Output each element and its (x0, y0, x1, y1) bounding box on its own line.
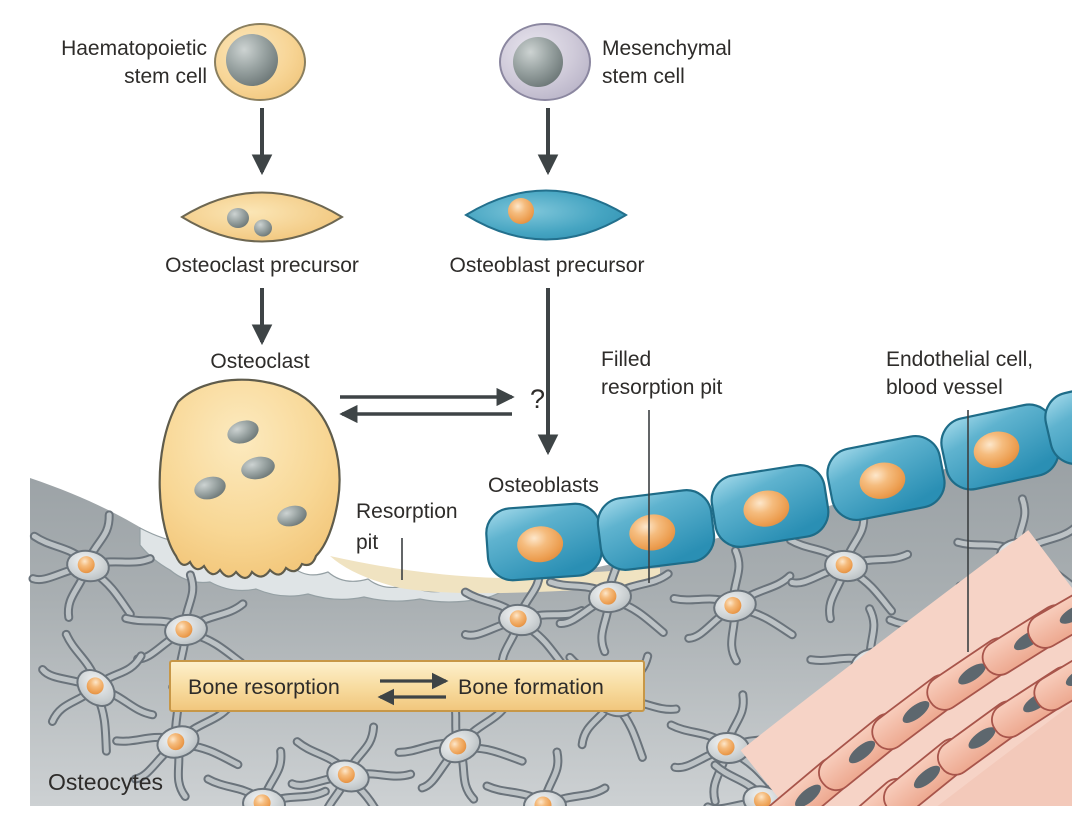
osteocytes-label: Osteocytes (48, 769, 163, 795)
osteoclast-label: Osteoclast (210, 350, 309, 373)
osteoclast-precursor-label: Osteoclast precursor (165, 254, 359, 277)
bone-resorption-label: Bone resorption (188, 675, 340, 699)
osteoblasts-label: Osteoblasts (488, 474, 599, 497)
hsc-label-line1: Haematopoietic (61, 37, 207, 60)
bone-formation-label: Bone formation (458, 675, 604, 699)
resorption-pit-label-line2: pit (356, 531, 378, 554)
bone-remodelling-label-box: Bone resorption Bone formation (169, 660, 645, 712)
osteoblast-cell (483, 501, 605, 583)
filled-pit-label-line1: Filled (601, 348, 651, 371)
resorption-pit-label-line1: Resorption (356, 500, 458, 523)
filled-pit-label-line2: resorption pit (601, 376, 723, 399)
osteoclast-nucleus (277, 505, 307, 527)
osteoblast-cell (593, 486, 719, 574)
osteoclast-nucleus (227, 420, 259, 444)
blood-vessel (740, 530, 1072, 806)
osteoblast-precursor-cell (464, 189, 628, 241)
msc-label-line2: stem cell (602, 65, 685, 88)
osteoblast-precursor-label: Osteoblast precursor (450, 254, 645, 277)
haematopoietic-stem-cell (214, 23, 306, 101)
osteoclast-precursor-cell (180, 191, 344, 243)
flow-arrows (251, 108, 559, 456)
mesenchymal-stem-cell (499, 23, 591, 101)
endothelial-label-line1: Endothelial cell, (886, 348, 1033, 371)
hsc-label-line2: stem cell (124, 65, 207, 88)
osteoclast-nucleus (241, 456, 275, 480)
endothelial-label-line2: blood vessel (886, 376, 1003, 399)
question-mark: ? (530, 384, 545, 414)
osteoclast-nucleus (194, 476, 226, 500)
osteoclast-cell (158, 378, 341, 580)
msc-label-line1: Mesenchymal (602, 37, 732, 60)
